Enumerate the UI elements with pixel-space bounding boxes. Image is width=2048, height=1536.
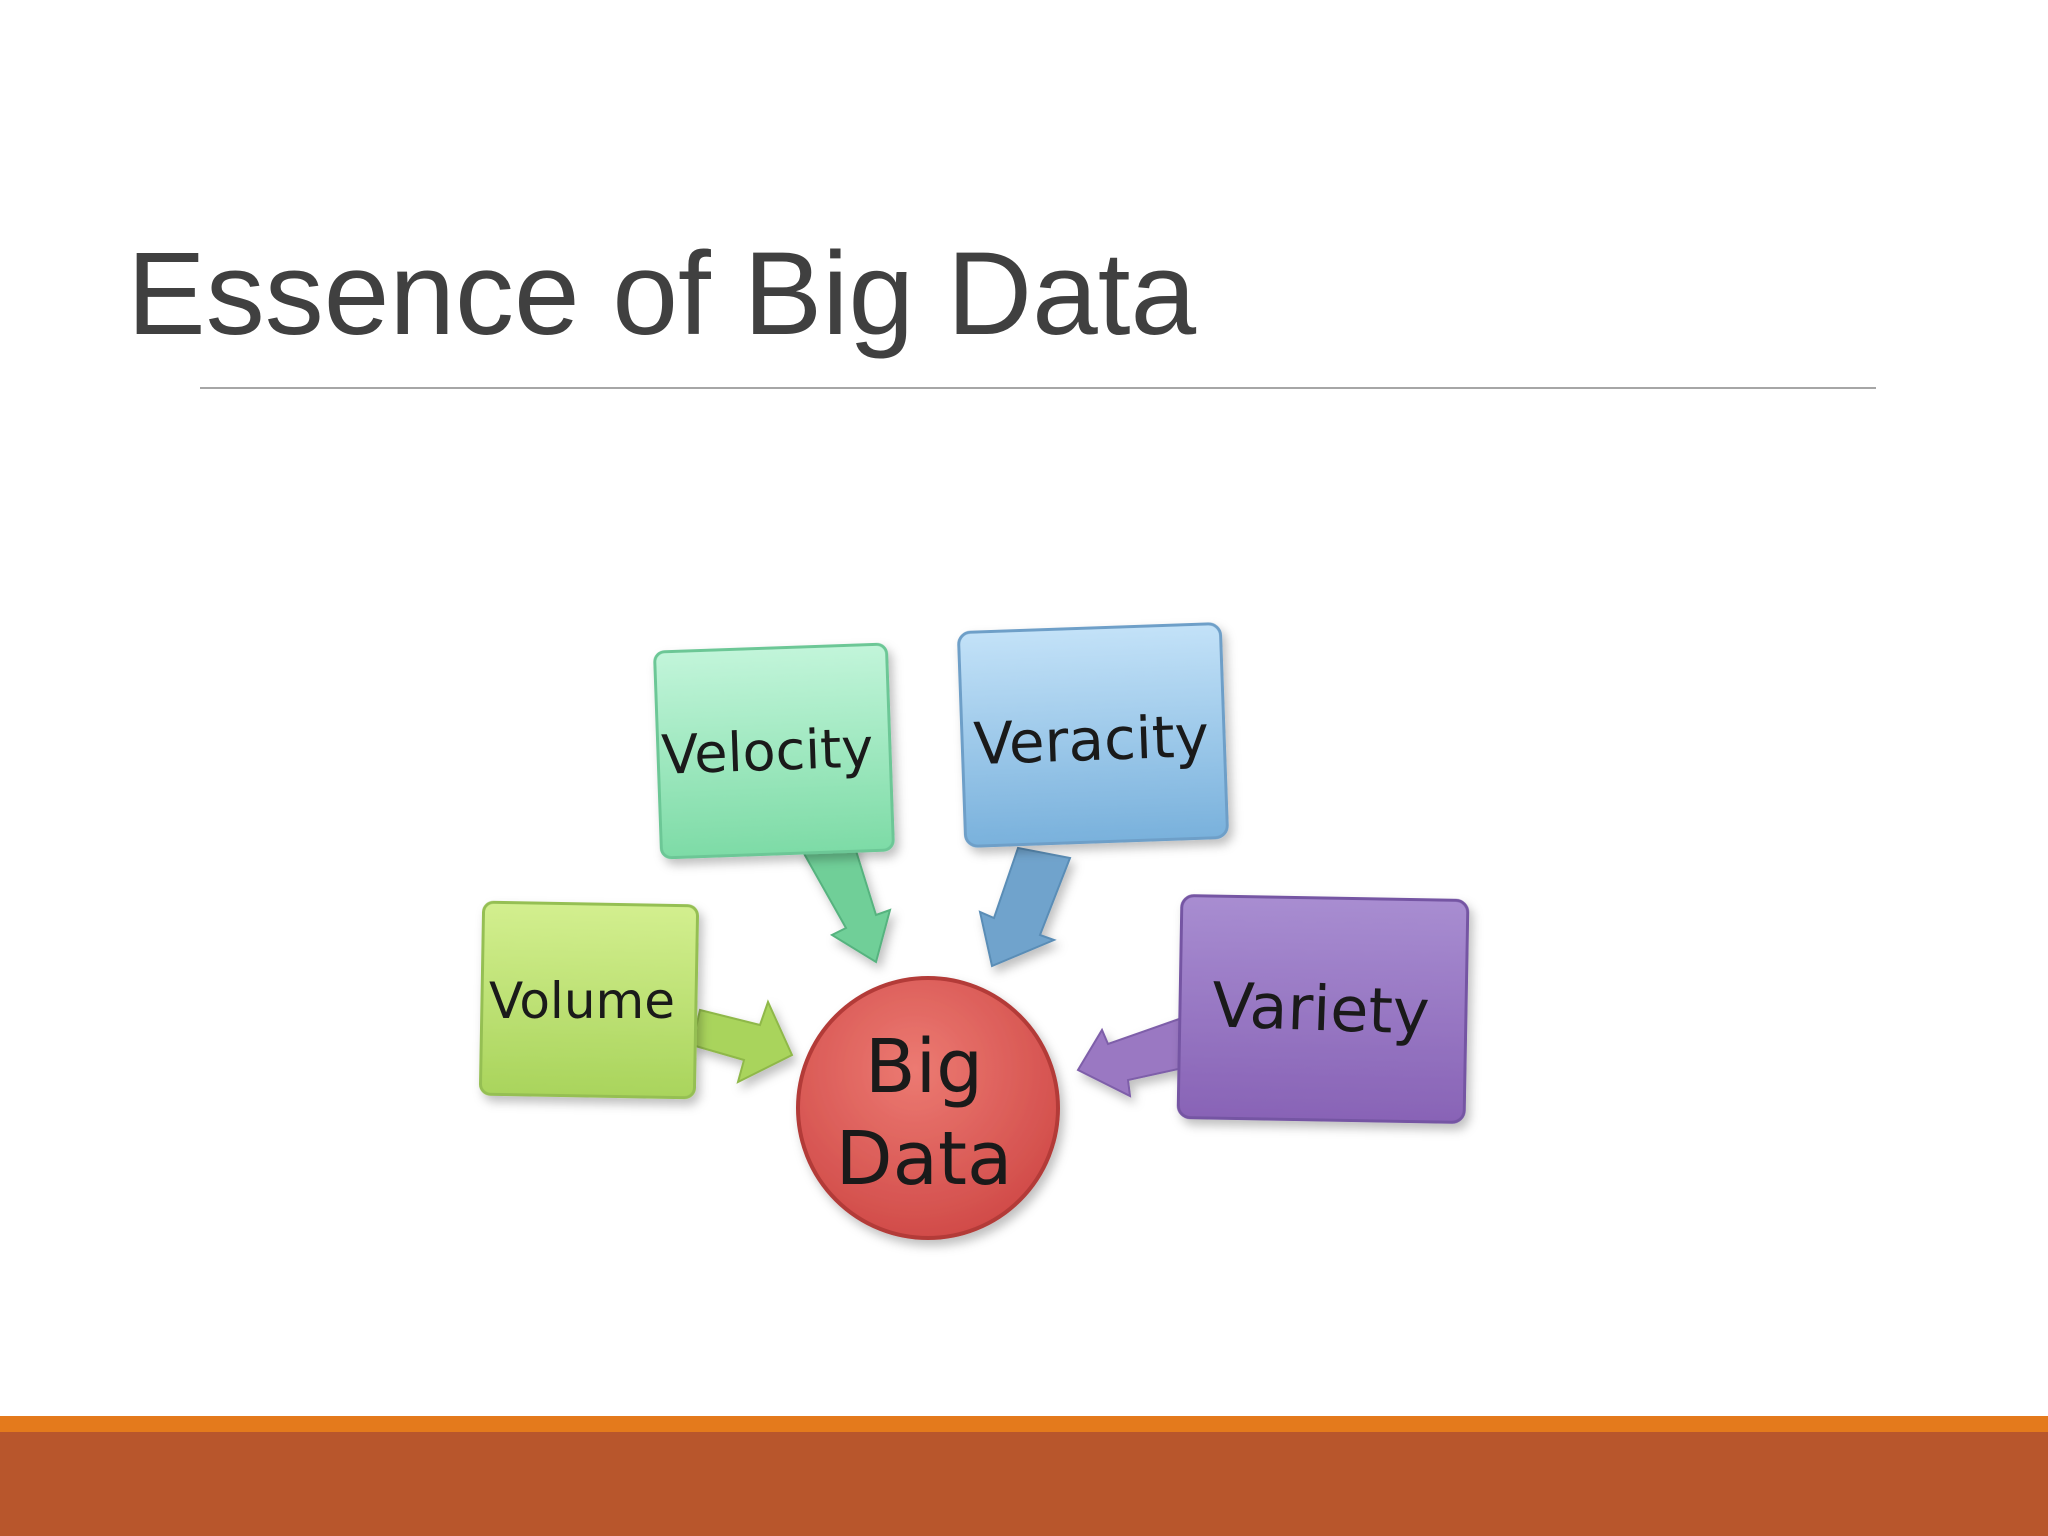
footer-band [0,1432,2048,1536]
node-velocity-label: Velocity [660,716,874,786]
node-veracity-label: Veracity [973,702,1211,778]
slide-title: Essence of Big Data [127,228,1197,360]
center-label-line2: Data [836,1116,1013,1202]
arrow-volume-to-center [690,999,794,1084]
node-velocity: Velocity [653,642,895,860]
node-volume: Volume [479,900,699,1100]
arrow-variety-to-center [1076,1016,1194,1098]
title-divider [200,387,1876,389]
node-veracity: Veracity [957,622,1229,848]
node-variety: Variety [1176,894,1470,1124]
node-big-data: Big Data [796,976,1060,1240]
node-variety-label: Variety [1211,968,1431,1049]
center-label-line1: Big [865,1024,983,1110]
footer-accent-stripe [0,1416,2048,1432]
arrow-velocity-to-center [800,836,892,964]
arrow-veracity-to-center [978,846,1072,968]
node-volume-label: Volume [489,972,675,1030]
